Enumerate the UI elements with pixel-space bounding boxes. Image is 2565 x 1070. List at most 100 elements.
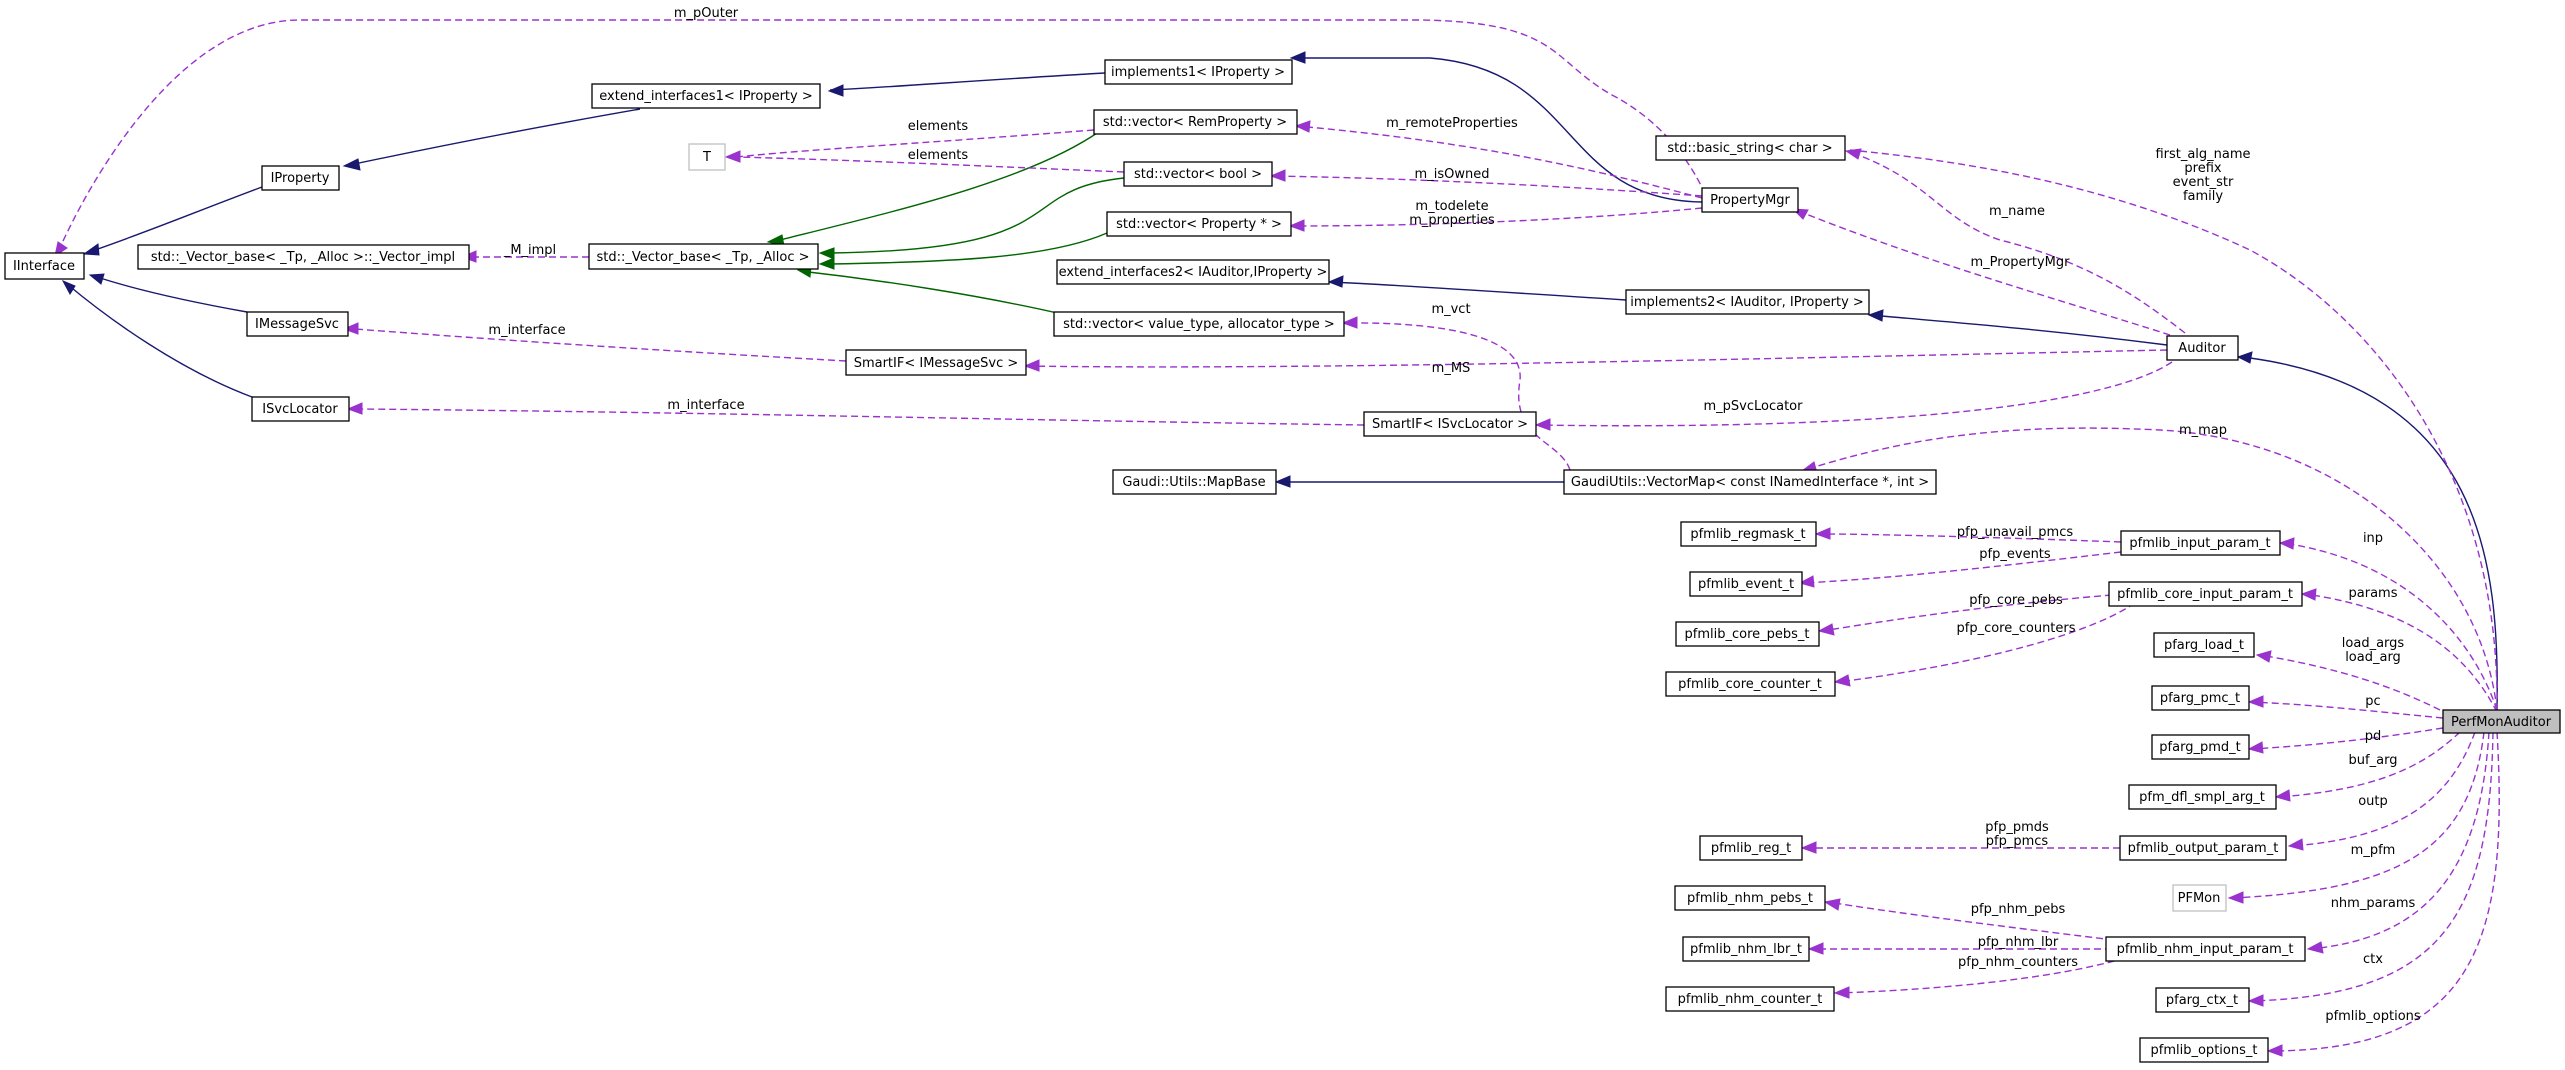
node-implements2[interactable]: implements2< IAuditor, IProperty > (1625, 289, 1870, 315)
node-pfmon[interactable]: PFMon (2172, 884, 2227, 912)
node-pfmlib-input-param-t[interactable]: pfmlib_input_param_t (2120, 530, 2281, 556)
head-pfp-events (1798, 575, 1815, 588)
node-pfarg-pmd-t[interactable]: pfarg_pmd_t (2151, 734, 2250, 760)
head-pfp-nhm-counters (1833, 986, 1850, 999)
node-pfarg-ctx-t[interactable]: pfarg_ctx_t (2155, 987, 2250, 1013)
edge-pfmlib-options (2270, 731, 2500, 1052)
node-pfarg-ctx-t-label: pfarg_ctx_t (2166, 993, 2238, 1008)
head-m-interface-1 (342, 322, 359, 335)
node-pfmlib-nhm-counter-t[interactable]: pfmlib_nhm_counter_t (1665, 986, 1835, 1012)
node-basic-string[interactable]: std::basic_string< char > (1655, 135, 1846, 161)
edge-pfp-events (1802, 551, 2122, 584)
label-m-pfm: m_pfm (2351, 843, 2396, 858)
node-pfmlib-core-counter-t[interactable]: pfmlib_core_counter_t (1665, 671, 1836, 697)
node-vector-base[interactable]: std::_Vector_base< _Tp, _Alloc > (588, 243, 819, 270)
label-first-alg-name: first_alg_name (2155, 147, 2250, 162)
edge-vec-property-vectorbase (829, 232, 1108, 265)
head-elements (724, 150, 741, 163)
node-extend-interfaces1[interactable]: extend_interfaces1< IProperty > (591, 83, 821, 109)
node-extend-interfaces2[interactable]: extend_interfaces2< IAuditor,IProperty > (1056, 259, 1330, 285)
node-pfm-dfl-smpl-arg-t[interactable]: pfm_dfl_smpl_arg_t (2128, 784, 2277, 810)
node-pfarg-pmc-t[interactable]: pfarg_pmc_t (2151, 685, 2250, 711)
node-propertymgr[interactable]: PropertyMgr (1701, 187, 1799, 213)
edge-ctx (2251, 731, 2494, 1002)
node-basic-string-label: std::basic_string< char > (1667, 141, 1832, 156)
edge-m-propertymgr (1795, 209, 2171, 336)
node-pfmlib-core-pebs-t-label: pfmlib_core_pebs_t (1685, 627, 1810, 642)
node-iinterface[interactable]: IInterface (4, 252, 85, 280)
node-pfmlib-nhm-lbr-t-label: pfmlib_nhm_lbr_t (1690, 942, 1802, 957)
edge-pd (2251, 727, 2444, 750)
node-pfm-dfl-smpl-arg-t-label: pfm_dfl_smpl_arg_t (2139, 790, 2265, 805)
node-vec-value-type[interactable]: std::vector< value_type, allocator_type … (1053, 311, 1345, 337)
label-ctx: ctx (2363, 952, 2383, 967)
node-isvclocator[interactable]: ISvcLocator (251, 396, 350, 422)
node-vectormap[interactable]: GaudiUtils::VectorMap< const INamedInter… (1563, 469, 1937, 495)
edge-pfp-core-counters (1837, 602, 2136, 683)
edge-implements1-extendinterfaces1 (829, 72, 1106, 91)
node-implements1[interactable]: implements1< IProperty > (1104, 59, 1293, 85)
edge-pfp-unavail-pmcs (1819, 533, 2122, 543)
head-pd (2247, 741, 2264, 754)
edge-load-args (2259, 654, 2441, 711)
node-auditor[interactable]: Auditor (2166, 335, 2239, 361)
node-pfmlib-nhm-lbr-t[interactable]: pfmlib_nhm_lbr_t (1682, 936, 1810, 962)
label-pfp-core-counters: pfp_core_counters (1956, 621, 2075, 636)
node-imessagesvc[interactable]: IMessageSvc (246, 311, 349, 337)
node-pfmlib-reg-t[interactable]: pfmlib_reg_t (1699, 835, 1803, 861)
node-pfmlib-output-param-t[interactable]: pfmlib_output_param_t (2119, 835, 2287, 861)
node-t[interactable]: T (688, 143, 726, 171)
label-prefix: prefix (2184, 161, 2221, 176)
node-mapbase[interactable]: Gaudi::Utils::MapBase (1112, 469, 1277, 495)
edge-imessagesvc-iinterface (93, 275, 248, 313)
node-vector-impl[interactable]: std::_Vector_base< _Tp, _Alloc >::_Vecto… (137, 244, 470, 270)
label-m-properties: m_properties (1409, 213, 1495, 228)
edge-elements-2 (736, 156, 1125, 173)
edge-pc (2251, 701, 2444, 719)
label-params: params (2349, 586, 2398, 601)
node-smartif-imessagesvc[interactable]: SmartIF< IMessageSvc > (845, 349, 1027, 376)
label-m-map: m_map (2179, 423, 2227, 438)
node-pfmlib-options-t[interactable]: pfmlib_options_t (2139, 1037, 2269, 1063)
label-m-interface-1: m_interface (488, 323, 565, 338)
node-pfmlib-nhm-input-param-t[interactable]: pfmlib_nhm_input_param_t (2105, 936, 2306, 962)
head-buf-arg (2274, 789, 2291, 802)
head-vectorbase-c (818, 257, 835, 270)
head-pfp-core-pebs (1817, 623, 1835, 636)
label-inp: inp (2363, 531, 2383, 546)
node-vec-property[interactable]: std::vector< Property * > (1106, 211, 1292, 237)
label-m-vct: m_vct (1431, 302, 1470, 317)
head-m-vct (1341, 316, 1358, 329)
node-pfmlib-nhm-pebs-t[interactable]: pfmlib_nhm_pebs_t (1674, 885, 1826, 911)
node-pfarg-pmd-t-label: pfarg_pmd_t (2159, 740, 2240, 755)
node-pfmlib-nhm-input-param-t-label: pfmlib_nhm_input_param_t (2117, 942, 2294, 957)
head-pfp-pmds (1800, 841, 1817, 854)
node-pfarg-load-t[interactable]: pfarg_load_t (2153, 632, 2255, 658)
node-pfmlib-nhm-pebs-t-label: pfmlib_nhm_pebs_t (1687, 891, 1813, 906)
label-elements-2: elements (908, 148, 969, 163)
label-m-interface-2: m_interface (667, 398, 744, 413)
label-m-todelete: m_todelete (1415, 199, 1488, 214)
node-implements2-label: implements2< IAuditor, IProperty > (1630, 295, 1864, 310)
head-mapbase (1274, 475, 1291, 488)
node-pfmlib-core-input-param-t[interactable]: pfmlib_core_input_param_t (2108, 581, 2303, 607)
node-pfmlib-event-t[interactable]: pfmlib_event_t (1689, 571, 1803, 597)
node-vec-remproperty[interactable]: std::vector< RemProperty > (1093, 109, 1298, 135)
label-m-impl: _M_impl (503, 243, 556, 258)
label-m-name: m_name (1989, 204, 2045, 219)
node-smartif-isvclocator[interactable]: SmartIF< ISvcLocator > (1363, 411, 1537, 437)
node-smartif-imessagesvc-label: SmartIF< IMessageSvc > (854, 356, 1019, 371)
label-pfmlib-options: pfmlib_options (2325, 1009, 2421, 1024)
node-vec-remproperty-label: std::vector< RemProperty > (1103, 115, 1287, 130)
label-pfp-unavail-pmcs: pfp_unavail_pmcs (1957, 525, 2073, 540)
edge-m-map (1804, 427, 2498, 711)
edge-string-members (1849, 149, 2498, 711)
head-inp (2278, 537, 2295, 550)
node-vec-bool[interactable]: std::vector< bool > (1123, 161, 1273, 187)
node-perfmonauditor[interactable]: PerfMonAuditor (2442, 709, 2561, 734)
node-iproperty[interactable]: IProperty (261, 165, 340, 191)
node-pfmlib-regmask-t[interactable]: pfmlib_regmask_t (1680, 521, 1817, 547)
label-event-str: event_str (2173, 175, 2234, 190)
node-pfmlib-core-pebs-t[interactable]: pfmlib_core_pebs_t (1675, 621, 1820, 647)
